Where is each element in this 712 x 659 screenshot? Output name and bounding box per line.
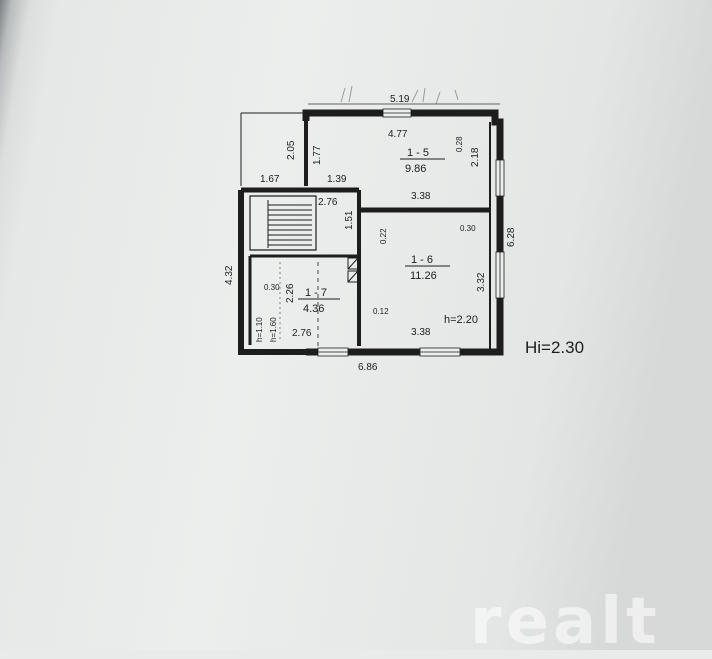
dim-room6-depth: 3.32: [476, 272, 487, 292]
dim-left-overall: 4.32: [224, 265, 235, 285]
ceiling-height-label: Hi=2.30: [525, 338, 585, 357]
room-1-7-area: 4.36: [303, 303, 324, 315]
dim-left-short: 2.05: [286, 140, 297, 160]
dim-room5-wall: 0.28: [455, 136, 464, 152]
windows: [317, 108, 505, 357]
dim-left-inner-top: 1.77: [312, 145, 323, 165]
dim-room6-width: 3.38: [411, 327, 431, 338]
dim-room6-right-outer: 6.28: [506, 227, 517, 247]
dim-top-inner: 4.77: [388, 129, 408, 140]
room-1-5-id: 1 - 5: [407, 147, 429, 159]
dim-room7-wall: 0.30: [264, 283, 280, 292]
dim-wall-thickness-mid: 0.12: [373, 307, 389, 316]
dim-room5-bottom: 3.38: [411, 191, 431, 202]
room-1-7-id: 1 - 7: [305, 287, 327, 299]
dim-room6-wall-left: 0.22: [379, 228, 388, 244]
dim-room5-depth: 2.18: [470, 147, 481, 167]
note-h-low: h=1.10: [255, 317, 264, 342]
dim-room7-width: 2.76: [292, 328, 312, 339]
dim-room6-wall-top: 0.30: [460, 224, 476, 233]
dim-corridor-width: 1.39: [327, 174, 347, 185]
dim-bottom-overall: 6.86: [358, 362, 378, 373]
room-1-6-area: 11.26: [410, 270, 437, 282]
walls: [238, 109, 504, 356]
staircase: [267, 200, 312, 248]
dim-stair-depth: 1.51: [344, 210, 355, 230]
dim-room7-height: 2.26: [285, 283, 296, 303]
room-1-6-height: h=2.20: [444, 314, 478, 326]
utility-boxes: [347, 257, 359, 283]
room-1-5-area: 9.86: [405, 163, 426, 175]
dim-stair-width: 2.76: [318, 197, 338, 208]
note-h-mid: h=1.60: [269, 317, 278, 342]
pencil-scribbles: [340, 85, 459, 105]
watermark-logo: realt: [470, 585, 661, 659]
dim-top-overall: 5.19: [390, 94, 410, 105]
dim-balcony-width: 1.67: [260, 174, 280, 185]
room-1-6-id: 1 - 6: [411, 254, 433, 266]
